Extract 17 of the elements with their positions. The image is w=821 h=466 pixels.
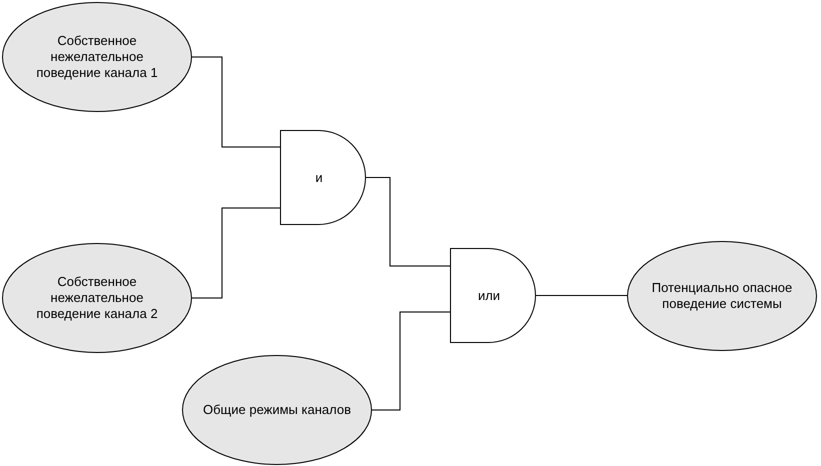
connector-line bbox=[372, 312, 450, 410]
logic-gate bbox=[450, 248, 536, 343]
node-label: Собственное нежелательное поведение канала 2 bbox=[35, 274, 159, 322]
node-label: или bbox=[478, 288, 500, 304]
event-ellipse bbox=[2, 2, 192, 112]
node-label: Собственное нежелательное поведение канала 1 bbox=[35, 33, 159, 81]
logic-gate bbox=[280, 130, 366, 225]
event-ellipse bbox=[182, 355, 372, 465]
node-label: Общие режимы каналов bbox=[202, 402, 351, 418]
node-label: Потенциально опасное поведение системы bbox=[650, 280, 794, 312]
connector-line bbox=[536, 295, 628, 296]
node-label: и bbox=[315, 170, 323, 186]
event-ellipse bbox=[627, 241, 817, 351]
connector-line bbox=[366, 177, 450, 266]
connector-line bbox=[192, 56, 280, 148]
event-ellipse bbox=[2, 243, 192, 353]
connector-line bbox=[192, 208, 280, 298]
